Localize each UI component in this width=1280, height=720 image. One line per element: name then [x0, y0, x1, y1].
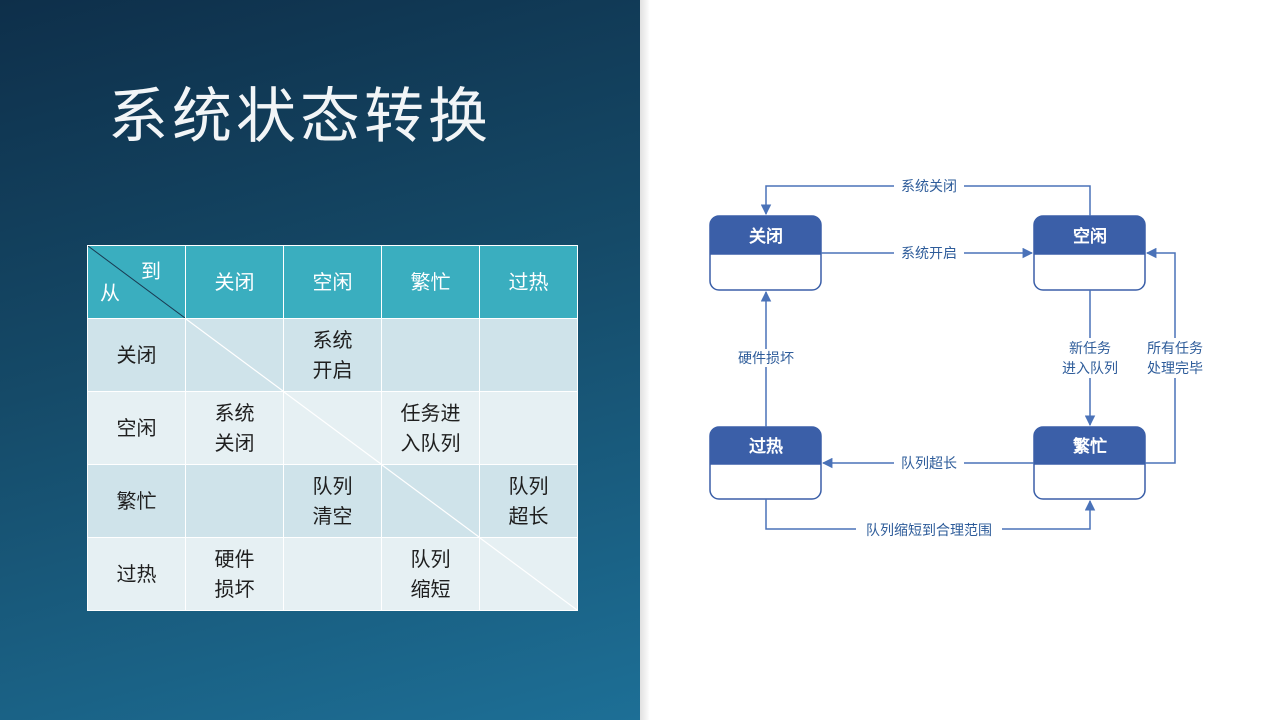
corner-label-from: 从	[100, 281, 120, 305]
state-node-busy: 繁忙	[1033, 426, 1146, 500]
page-title: 系统状态转换	[108, 82, 492, 152]
edge-hot-to-busy: 队列缩短到合理范围	[765, 499, 1096, 539]
matrix-cell: 任务进 入队列	[381, 391, 480, 465]
column-header-hot: 过热	[479, 245, 578, 319]
matrix-row-off: 关闭 系统 开启	[87, 318, 578, 392]
corner-label-to: 到	[141, 259, 161, 283]
corner-diagonal-line	[88, 246, 185, 318]
matrix-row-busy: 繁忙 队列 清空 队列 超长	[87, 464, 578, 538]
panel-divider-shadow	[640, 0, 650, 720]
matrix-cell: 系统 开启	[283, 318, 382, 392]
state-label-busy: 繁忙	[1072, 436, 1107, 457]
matrix-row-hot: 过热 硬件 损坏 队列 缩短	[87, 537, 578, 611]
svg-text:系统关闭: 系统关闭	[901, 179, 957, 195]
matrix-corner-header: 到 从	[87, 245, 186, 319]
state-label-off: 关闭	[749, 226, 783, 247]
row-header-idle: 空闲	[87, 391, 186, 465]
edge-idle-to-off: 系统关闭	[760, 177, 1091, 216]
edge-hot-to-off: 硬件损坏	[730, 290, 802, 427]
matrix-cell	[283, 537, 382, 611]
svg-text:硬件损坏: 硬件损坏	[738, 351, 794, 367]
svg-text:队列缩短到合理范围: 队列缩短到合理范围	[866, 522, 992, 539]
svg-text:队列超长: 队列超长	[901, 456, 957, 472]
matrix-diagonal-cell	[185, 318, 284, 392]
row-header-hot: 过热	[87, 537, 186, 611]
matrix-row-idle: 空闲 系统 关闭 任务进 入队列	[87, 391, 578, 465]
svg-text:所有任务: 所有任务	[1147, 341, 1203, 357]
matrix-cell	[381, 318, 480, 392]
state-label-hot: 过热	[749, 436, 783, 457]
matrix-diagonal-cell	[479, 537, 578, 611]
svg-text:进入队列: 进入队列	[1062, 361, 1118, 377]
row-header-busy: 繁忙	[87, 464, 186, 538]
svg-text:处理完毕: 处理完毕	[1147, 361, 1203, 377]
state-node-hot: 过热	[709, 426, 822, 500]
column-header-idle: 空闲	[283, 245, 382, 319]
column-header-busy: 繁忙	[381, 245, 480, 319]
edge-busy-to-idle: 所有任务 处理完毕	[1142, 247, 1208, 464]
row-header-off: 关闭	[87, 318, 186, 392]
matrix-cell: 系统 关闭	[185, 391, 284, 465]
edge-off-to-idle: 系统开启	[821, 244, 1034, 262]
edge-idle-to-busy: 新任务 进入队列	[1058, 290, 1124, 427]
svg-text:新任务: 新任务	[1069, 341, 1111, 357]
edge-busy-to-hot: 队列超长	[821, 454, 1034, 472]
matrix-cell: 队列 缩短	[381, 537, 480, 611]
matrix-cell: 队列 超长	[479, 464, 578, 538]
matrix-diagonal-cell	[283, 391, 382, 465]
matrix-cell: 队列 清空	[283, 464, 382, 538]
state-label-idle: 空闲	[1073, 226, 1107, 247]
matrix-cell	[185, 464, 284, 538]
matrix-cell	[479, 391, 578, 465]
state-node-idle: 空闲	[1033, 215, 1146, 291]
matrix-diagonal-cell	[381, 464, 480, 538]
transition-matrix: 到 从 关闭 空闲 繁忙 过热 关闭 系统 开启 空闲 系统 关闭 任务进 入队…	[87, 245, 578, 611]
column-header-off: 关闭	[185, 245, 284, 319]
matrix-cell	[479, 318, 578, 392]
state-node-off: 关闭	[709, 215, 822, 291]
state-diagram: 关闭 空闲 过热 繁忙 系统关闭 系统开启 新任务 进入队列	[709, 177, 1208, 539]
svg-text:系统开启: 系统开启	[901, 246, 957, 262]
matrix-cell: 硬件 损坏	[185, 537, 284, 611]
